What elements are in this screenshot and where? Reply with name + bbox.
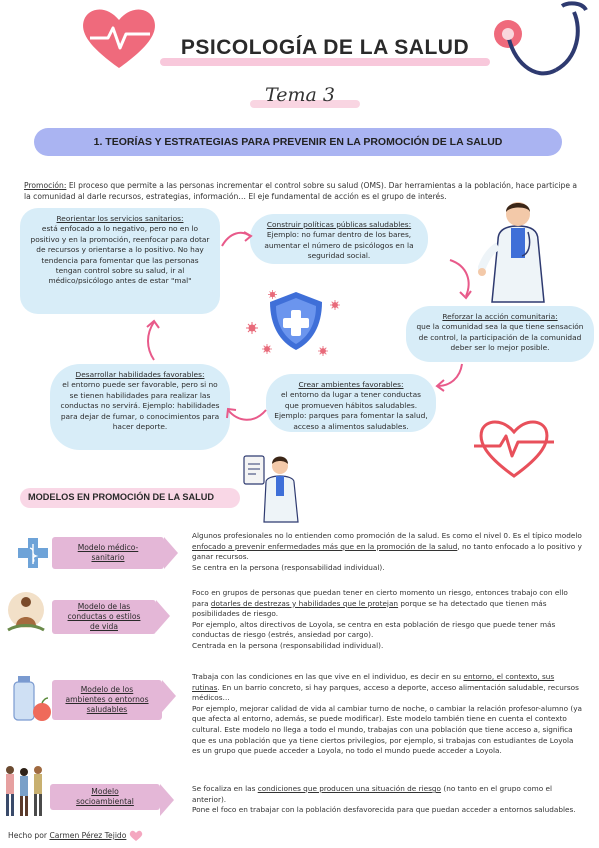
footer-prefix: Hecho por	[8, 831, 50, 840]
small-heart-icon	[129, 830, 143, 841]
text-part: Pone el foco en trabajar con la població…	[192, 805, 576, 815]
model-tag-medico: Modelo médico-sanitario	[52, 537, 178, 569]
cycle-arrow-4	[226, 407, 267, 421]
card-reforzar: Reforzar la acción comunitaria: que la c…	[406, 306, 594, 362]
text-part: . En un barrio concreto, si hay parques,…	[192, 682, 579, 703]
promotion-term: Promoción:	[24, 181, 67, 190]
model-text-socioambiental: Se focaliza en las condiciones que produ…	[192, 784, 584, 816]
community-people-illustration	[6, 766, 42, 816]
card-text: Ejemplo: no fumar dentro de los bares, a…	[264, 230, 414, 261]
text-highlight: dotarles de destrezas y habilidades que …	[210, 598, 399, 608]
model-label: Modelo de los ambientes o entornos salud…	[65, 685, 149, 714]
card-title: Reorientar los servicios sanitarios:	[56, 214, 184, 223]
virus-icon	[330, 300, 340, 310]
card-reorientar: Reorientar los servicios sanitarios: est…	[20, 208, 220, 314]
text-part: Por ejemplo, altos directivos de Loyola,…	[192, 619, 556, 640]
card-text: que la comunidad sea la que tiene sensac…	[416, 322, 584, 353]
model-label: Modelo médico-sanitario	[77, 543, 139, 562]
stethoscope-icon	[494, 1, 588, 76]
text-part: Se centra en la persona (responsabilidad…	[192, 562, 385, 572]
footer-author: Carmen Pérez Tejido	[49, 831, 127, 840]
card-title: Reforzar la acción comunitaria:	[442, 312, 558, 321]
model-tag-conductas: Modelo de las conductas o estilos de vid…	[52, 600, 170, 634]
model-label: Modelo de las conductas o estilos de vid…	[67, 602, 141, 631]
virus-icon	[268, 290, 277, 299]
cycle-arrow-5	[146, 319, 160, 361]
virus-icon	[246, 322, 258, 334]
cycle-arrow-1	[221, 231, 253, 247]
text-part: Algunos profesionales no lo entienden co…	[192, 531, 582, 540]
card-politicas: Construir políticas públicas saludables:…	[250, 214, 428, 264]
meditation-illustration	[7, 592, 45, 632]
card-ambientes: Crear ambientes favorables: el entorno d…	[266, 374, 436, 432]
heartbeat-icon	[474, 420, 554, 478]
footer-credit: Hecho por Carmen Pérez Tejido	[8, 830, 143, 842]
page-title: PSICOLOGÍA DE LA SALUD	[180, 36, 470, 59]
subtitle-brush	[250, 100, 360, 108]
text-part: , no tanto enfocado a lo positivo y gana…	[192, 541, 582, 562]
model-tag-socioambiental: Modelo socioambiental	[50, 784, 174, 816]
virus-icon	[318, 346, 328, 356]
heart-icon	[83, 9, 155, 69]
model-text-ambientes: Trabaja con las condiciones en las que v…	[192, 672, 584, 757]
models-heading-highlight	[20, 488, 240, 508]
text-part: porque se ha detectado que tienen más po…	[192, 598, 547, 619]
page-subtitle: Tema 3	[265, 84, 335, 106]
card-text: el entorno puede ser favorable, pero si …	[60, 380, 220, 432]
card-title: Construir políticas públicas saludables:	[266, 220, 412, 229]
water-bottle-apple-illustration	[13, 676, 51, 721]
virus-icon	[262, 344, 272, 354]
text-part: Foco en grupos de personas que puedan te…	[192, 588, 568, 608]
doctor-clipboard-illustration	[243, 455, 299, 523]
doctor-illustration	[478, 202, 545, 303]
shield-icon	[270, 292, 322, 350]
text-highlight: entorno, el contexto, sus rutinas	[192, 672, 555, 692]
cycle-arrow-3	[435, 363, 463, 392]
model-tag-ambientes: Modelo de los ambientes o entornos salud…	[52, 680, 176, 720]
text-highlight: enfocado a prevenir enfermedades más que…	[192, 541, 458, 551]
text-part: Centrada en la persona (responsabilidad …	[192, 640, 384, 650]
promotion-text: El proceso que permite a las personas in…	[24, 181, 578, 201]
cycle-arrow-2	[449, 259, 472, 300]
title-underline	[160, 58, 490, 66]
model-text-conductas: Foco en grupos de personas que puedan te…	[192, 588, 584, 652]
text-part: (no tanto en el grupo como el anterior).	[192, 784, 553, 804]
card-text: está enfocado a lo negativo, pero no en …	[30, 224, 210, 286]
card-text: el entorno da lugar a tener conductas qu…	[274, 390, 428, 431]
model-text-medico: Algunos profesionales no lo entienden co…	[192, 531, 584, 573]
text-part: Por ejemplo, mejorar calidad de vida al …	[192, 703, 583, 756]
card-title: Crear ambientes favorables:	[298, 380, 404, 389]
promotion-definition: Promoción: El proceso que permite a las …	[24, 180, 580, 202]
model-label: Modelo socioambiental	[76, 787, 134, 806]
text-part: Trabaja con las condiciones en las que v…	[192, 672, 464, 681]
models-heading: MODELOS EN PROMOCIÓN DE LA SALUD	[28, 492, 214, 502]
section-banner: 1. TEORÍAS Y ESTRATEGIAS PARA PREVENIR E…	[34, 128, 562, 156]
card-habilidades: Desarrollar habilidades favorables: el e…	[50, 364, 230, 450]
text-part: Se focaliza en las	[192, 784, 258, 793]
card-title: Desarrollar habilidades favorables:	[75, 370, 205, 379]
text-highlight: condiciones que producen una situación d…	[257, 784, 442, 793]
medical-cross-icon	[18, 538, 48, 568]
